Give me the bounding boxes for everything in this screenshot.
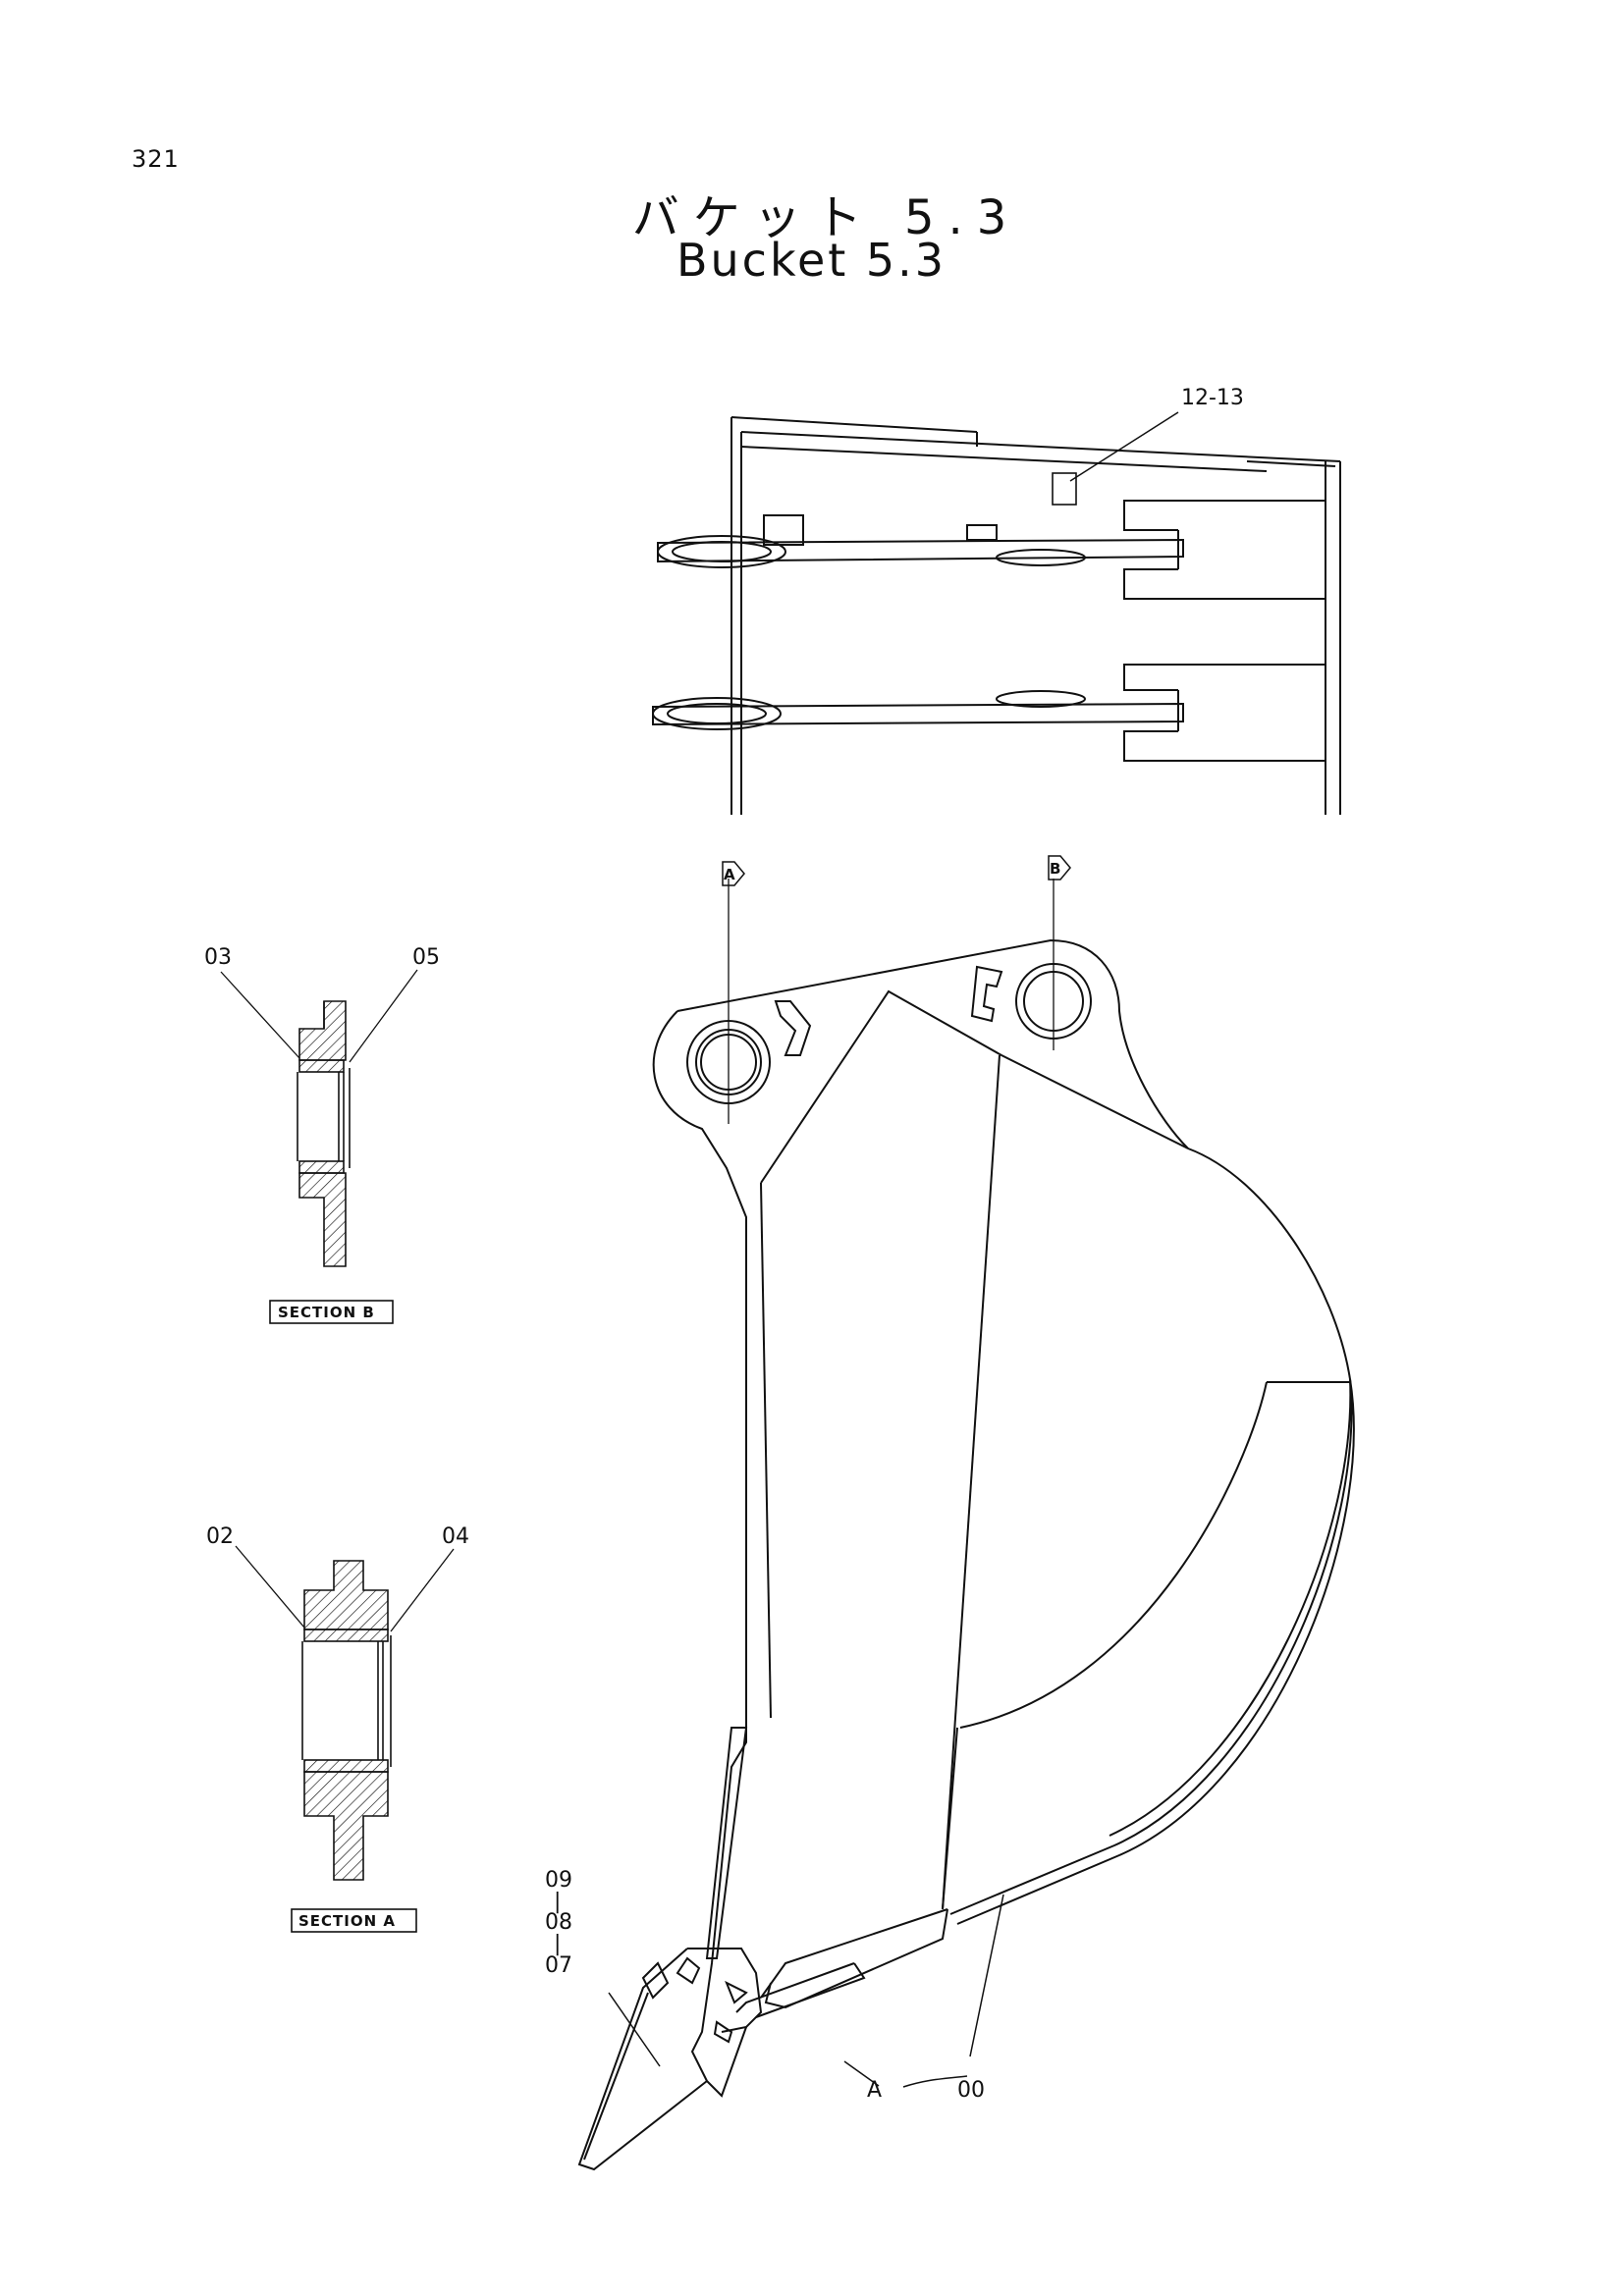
callout-08: 08: [545, 1910, 572, 1935]
bucket-side-view: [577, 855, 1355, 2171]
title-japanese: バケット 5.3: [631, 190, 1021, 245]
callout-02: 02: [206, 1524, 234, 1549]
top-view: [652, 416, 1341, 815]
marker-a-label: A: [724, 866, 736, 883]
callout-dash-2: |: [554, 1932, 561, 1956]
callout-dash-1: |: [554, 1890, 561, 1914]
section-b-detail: [220, 969, 418, 1324]
marker-b-label: B: [1050, 860, 1061, 878]
title-english: Bucket 5.3: [676, 234, 947, 287]
callout-weld-a: A: [867, 2078, 882, 2103]
callout-12-13: 12-13: [1181, 386, 1244, 410]
callout-05: 05: [412, 945, 440, 970]
callout-03: 03: [204, 945, 232, 970]
callout-09: 09: [545, 1868, 572, 1893]
callout-00: 00: [957, 2078, 985, 2103]
section-b-caption: SECTION B: [278, 1304, 375, 1321]
callout-04: 04: [442, 1524, 469, 1549]
page-number: 321: [132, 145, 180, 173]
callout-07: 07: [545, 1953, 572, 1978]
section-a-detail: [235, 1545, 455, 1933]
section-a-caption: SECTION A: [298, 1912, 396, 1930]
